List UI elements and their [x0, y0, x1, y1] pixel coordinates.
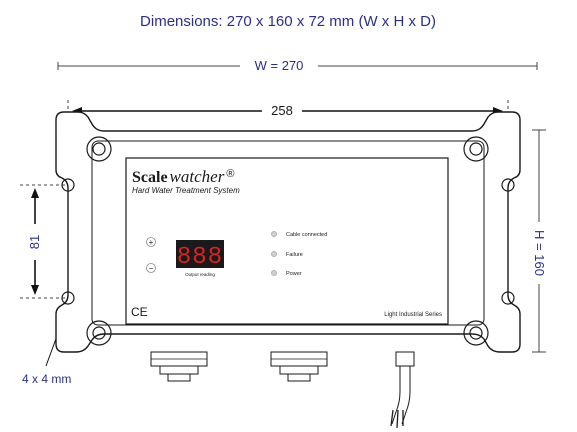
diagram-title: Dimensions: 270 x 160 x 72 mm (W x H x D… [140, 13, 436, 30]
hole-span-label: 258 [271, 103, 293, 118]
corner-screw-top-right [463, 136, 489, 162]
svg-text:+: + [149, 238, 154, 247]
svg-text:Power: Power [286, 271, 302, 277]
mounting-hole-top-right [501, 178, 515, 192]
svg-text:−: − [149, 264, 154, 273]
mounting-hole-bottom-right [501, 291, 515, 305]
led-display [176, 240, 224, 268]
connector-middle [270, 351, 328, 382]
display-caption: Output reading [185, 272, 215, 277]
corner-screw-bottom-left [86, 320, 112, 346]
corner-screw-top-left [86, 136, 112, 162]
minus-control: − [146, 263, 156, 273]
height-dimension: H = 160 [532, 129, 547, 353]
plus-control: + [146, 237, 156, 247]
corner-screw-bottom-right [463, 320, 489, 346]
svg-text:Failure: Failure [286, 252, 303, 258]
series-label: Light Industrial Series [384, 312, 442, 318]
hole-size-label: 4 x 4 mm [22, 372, 71, 386]
indicator-failure: Failure [271, 251, 303, 258]
led-display-digits: 888 [177, 244, 223, 271]
indicator-power: Power [271, 270, 302, 277]
indicator-cable-connected: Cable connected [271, 231, 327, 238]
connector-left [150, 351, 208, 382]
brand-tagline: Hard Water Treatment System [132, 186, 240, 195]
height-label: H = 160 [532, 230, 547, 276]
hole-vertical-dimension: 81 [20, 184, 68, 299]
hole-vertical-label: 81 [27, 235, 42, 249]
mounting-hole-bottom-left [61, 291, 75, 305]
width-label: W = 270 [255, 58, 304, 73]
svg-text:Cable connected: Cable connected [286, 232, 327, 238]
mounting-hole-top-left [61, 178, 75, 192]
housing-inner-edge [91, 140, 485, 326]
ce-mark: CE [131, 305, 148, 319]
power-cable [390, 351, 415, 429]
width-dimension: W = 270 [57, 58, 538, 73]
